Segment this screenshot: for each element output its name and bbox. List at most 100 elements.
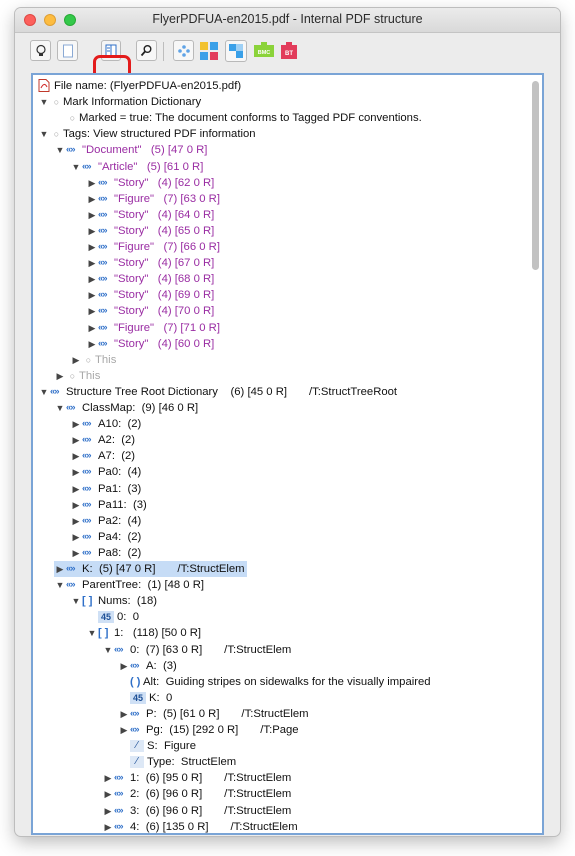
expand-arrow-icon[interactable]: ▶ [88, 225, 96, 236]
tree-row[interactable]: ▶«»"Story" (4) [68 0 R] [86, 271, 215, 287]
structure-tree-view[interactable]: File name: (FlyerPDFUA-en2015.pdf)▼○Mark… [31, 73, 544, 835]
tree-row[interactable]: ▼«»Structure Tree Root Dictionary (6) [4… [38, 384, 398, 400]
expand-arrow-icon[interactable]: ▶ [104, 773, 112, 784]
tree-row[interactable]: ▶«»Pa11: (3) [70, 497, 147, 513]
tree-row[interactable]: ▼[ ]Nums: (18) [70, 593, 157, 609]
vertical-scrollbar[interactable] [532, 81, 539, 270]
tree-row[interactable]: ▼○Tags: View structured PDF information [38, 126, 256, 142]
expand-arrow-icon[interactable]: ▶ [56, 370, 64, 381]
tree-row[interactable]: ○Marked = true: The document conforms to… [54, 110, 422, 126]
tree-row[interactable]: ▶«»3: (6) [96 0 R] /T:StructElem [102, 803, 292, 819]
expand-arrow-icon[interactable]: ▶ [104, 805, 112, 816]
expand-arrow-icon[interactable]: ▶ [72, 547, 80, 558]
info-button[interactable] [30, 40, 51, 61]
tree-row[interactable]: ▼○Mark Information Dictionary [38, 94, 202, 110]
tree-row[interactable]: ▶«»"Figure" (7) [66 0 R] [86, 239, 220, 255]
expand-arrow-icon[interactable]: ▶ [88, 193, 96, 204]
tree-row[interactable]: ▶«»P: (5) [61 0 R] /T:StructElem [118, 706, 309, 722]
tree-row[interactable]: ▶«»Pa4: (2) [70, 529, 142, 545]
tree-row[interactable]: ▶«»1: (6) [95 0 R] /T:StructElem [102, 770, 292, 786]
tree-row[interactable]: ▶«»"Figure" (7) [63 0 R] [86, 191, 220, 207]
search-button[interactable] [136, 40, 157, 61]
expand-arrow-icon[interactable]: ▶ [88, 274, 96, 285]
tree-row[interactable]: ⁄S: Figure [118, 738, 196, 754]
expand-arrow-icon[interactable]: ▶ [88, 338, 96, 349]
tree-row[interactable]: ▶«»"Story" (4) [70 0 R] [86, 303, 215, 319]
minimize-window-button[interactable] [44, 14, 56, 26]
expand-arrow-icon[interactable]: ▶ [56, 564, 64, 574]
tree-row[interactable]: ▶«»"Story" (4) [60 0 R] [86, 336, 215, 352]
collapse-arrow-icon[interactable]: ▼ [55, 580, 65, 591]
tree-row[interactable]: ▶○This [54, 368, 101, 384]
collapse-arrow-icon[interactable]: ▼ [71, 161, 81, 172]
zoom-window-button[interactable] [64, 14, 76, 26]
collapse-arrow-icon[interactable]: ▼ [71, 596, 81, 607]
tree-row[interactable]: ▶«»2: (6) [96 0 R] /T:StructElem [102, 786, 292, 802]
tree-row[interactable]: ▶«»Pg: (15) [292 0 R] /T:Page [118, 722, 299, 738]
tree-row-selected[interactable]: ▶«»K: (5) [47 0 R] /T:StructElem [54, 561, 247, 577]
collapse-arrow-icon[interactable]: ▼ [39, 386, 49, 397]
tree-row[interactable]: ( )Alt: Guiding stripes on sidewalks for… [118, 674, 431, 690]
expand-arrow-icon[interactable]: ▶ [120, 660, 128, 671]
bt-button[interactable]: BT [278, 40, 300, 62]
tree-row[interactable]: ▼[ ]1: (118) [50 0 R] [86, 625, 202, 641]
expand-arrow-icon[interactable]: ▶ [104, 821, 112, 832]
expand-arrow-icon[interactable]: ▶ [72, 515, 80, 526]
tree-row[interactable]: ▶«»Pa1: (3) [70, 481, 142, 497]
tree-row[interactable]: ▶«»A2: (2) [70, 432, 136, 448]
tree-row[interactable]: ▼«»ClassMap: (9) [46 0 R] [54, 400, 199, 416]
tree-row[interactable]: ▶«»Pa0: (4) [70, 464, 142, 480]
tree-row[interactable]: ▶«»4: (6) [135 0 R] /T:StructElem [102, 819, 298, 833]
tree-row[interactable]: ▶«»"Story" (4) [67 0 R] [86, 255, 215, 271]
tag-tree-button[interactable] [198, 40, 220, 62]
page-button[interactable] [57, 40, 78, 61]
expand-arrow-icon[interactable]: ▶ [88, 258, 96, 269]
tree-row[interactable]: ▶«»Pa2: (4) [70, 513, 142, 529]
expand-arrow-icon[interactable]: ▶ [72, 531, 80, 542]
expand-arrow-icon[interactable]: ▶ [104, 789, 112, 800]
tree-row[interactable]: ▼«»"Article" (5) [61 0 R] [70, 159, 204, 175]
tree-row[interactable]: ▶«»"Story" (4) [69 0 R] [86, 287, 215, 303]
expand-arrow-icon[interactable]: ▶ [88, 322, 96, 333]
tree-row[interactable]: ▶«»"Story" (4) [65 0 R] [86, 223, 215, 239]
tree-row[interactable]: ▼«»"Document" (5) [47 0 R] [54, 142, 208, 158]
collapse-arrow-icon[interactable]: ▼ [103, 644, 113, 655]
tree-row[interactable]: ▼«»ParentTree: (1) [48 0 R] [54, 577, 204, 593]
expand-arrow-icon[interactable]: ▶ [88, 290, 96, 301]
tree-row[interactable]: ▶«»A7: (2) [70, 448, 136, 464]
expand-arrow-icon[interactable]: ▶ [88, 306, 96, 317]
expand-arrow-icon[interactable]: ▶ [72, 451, 80, 462]
collapse-arrow-icon[interactable]: ▼ [87, 628, 97, 639]
expand-arrow-icon[interactable]: ▶ [88, 177, 96, 188]
expand-arrow-icon[interactable]: ▶ [88, 209, 96, 220]
expand-arrow-icon[interactable]: ▶ [120, 725, 128, 735]
tree-row[interactable]: ▶«»"Story" (4) [64 0 R] [86, 207, 215, 223]
tree-row[interactable]: ▶«»"Story" (4) [62 0 R] [86, 175, 215, 191]
tree-row[interactable]: ▶«»"Figure" (7) [71 0 R] [86, 320, 220, 336]
structure-tree-button[interactable] [225, 40, 247, 62]
expand-arrow-icon[interactable]: ▶ [88, 242, 96, 252]
nodes-button[interactable] [173, 40, 194, 61]
collapse-arrow-icon[interactable]: ▼ [39, 129, 49, 140]
expand-arrow-icon[interactable]: ▶ [120, 708, 128, 719]
tree-row[interactable]: ▶○This [70, 352, 117, 368]
expand-arrow-icon[interactable]: ▶ [72, 435, 80, 446]
expand-arrow-icon[interactable]: ▶ [72, 354, 80, 365]
expand-arrow-icon[interactable]: ▶ [72, 499, 80, 510]
bmc-button[interactable]: BMC [253, 40, 275, 62]
expand-arrow-icon[interactable]: ▶ [72, 419, 80, 430]
collapse-arrow-icon[interactable]: ▼ [39, 97, 49, 108]
tree-row[interactable]: File name: (FlyerPDFUA-en2015.pdf) [38, 78, 241, 94]
close-window-button[interactable] [24, 14, 36, 26]
tree-row[interactable]: ⁄Type: StructElem [118, 754, 236, 770]
expand-arrow-icon[interactable]: ▶ [72, 483, 80, 494]
tree-row[interactable]: ▶«»A10: (2) [70, 416, 142, 432]
collapse-arrow-icon[interactable]: ▼ [55, 145, 65, 156]
collapse-arrow-icon[interactable]: ▼ [55, 403, 65, 413]
expand-arrow-icon[interactable]: ▶ [72, 467, 80, 478]
tree-row[interactable]: ▼«»0: (7) [63 0 R] /T:StructElem [102, 642, 292, 658]
tree-row[interactable]: ▶«»A: (3) [118, 658, 177, 674]
tree-row[interactable]: ▶«»Pa8: (2) [70, 545, 142, 561]
